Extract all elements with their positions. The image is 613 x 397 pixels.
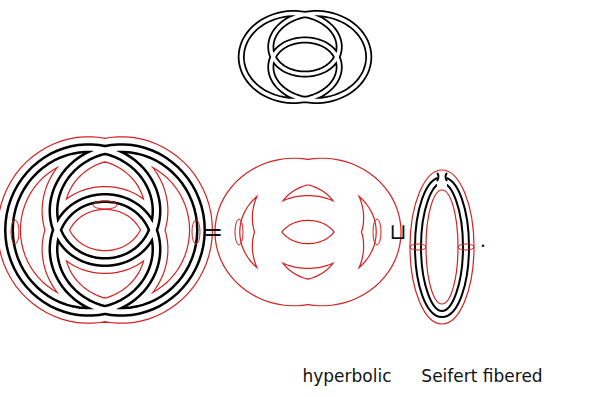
companion-strand-outer xyxy=(418,180,466,314)
piece-label: hyperbolic xyxy=(302,368,391,385)
knot-strand-inner xyxy=(241,14,369,101)
torus-meridian xyxy=(235,219,243,245)
tube-outline-red xyxy=(9,148,201,312)
disjoint-union-sign: ⊔ xyxy=(389,221,406,243)
torus-meridian xyxy=(93,201,117,209)
satellite-knot xyxy=(241,14,369,101)
torus-cuts xyxy=(11,201,200,244)
torus-meridian xyxy=(373,219,381,245)
period: . xyxy=(480,230,486,250)
piece-label: Seifert fibered xyxy=(421,368,542,385)
knot-strand-outer xyxy=(9,148,201,312)
hyperbolic-piece xyxy=(227,171,388,294)
companion-strand-inner xyxy=(418,180,466,314)
strand-gap xyxy=(437,172,447,186)
strand-ends xyxy=(437,173,447,181)
torus-meridian xyxy=(458,244,474,250)
knot-strand-outer xyxy=(241,14,369,101)
equals-sign: = xyxy=(203,220,223,244)
solid-torus-inner xyxy=(426,190,458,304)
tube-inside xyxy=(227,171,388,294)
torus-cuts xyxy=(235,219,381,245)
tube-inside xyxy=(9,148,201,312)
tube-outline-red xyxy=(227,171,388,294)
seifert-fibered-piece xyxy=(410,170,474,324)
torus-meridian xyxy=(192,220,200,244)
knot-with-tori xyxy=(9,148,201,312)
knot-strand-inner xyxy=(9,148,201,312)
torus-meridian xyxy=(410,244,426,250)
torus-meridian xyxy=(11,220,19,244)
solid-torus-outer xyxy=(410,170,474,324)
